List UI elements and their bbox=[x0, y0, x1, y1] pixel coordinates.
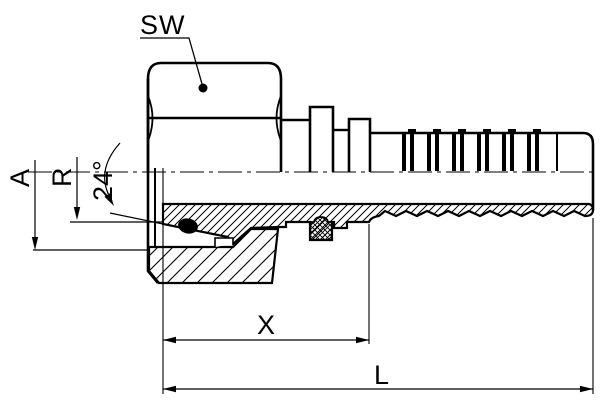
dimension-x: X bbox=[162, 168, 370, 394]
a-label: A bbox=[5, 169, 35, 187]
cone-reference-line bbox=[109, 212, 164, 225]
a-arrow bbox=[31, 237, 39, 250]
thread-relief-notch bbox=[214, 237, 234, 247]
nut-outline bbox=[146, 61, 283, 172]
x-arrow-right bbox=[356, 336, 369, 344]
section-view bbox=[146, 79, 595, 285]
cone-angle-label: 24° bbox=[88, 160, 118, 201]
collar-2 bbox=[347, 117, 372, 172]
sw-leader-line bbox=[140, 37, 203, 85]
collar-1 bbox=[308, 105, 335, 172]
hose-tail-barbs bbox=[402, 129, 541, 171]
hose-tail-external bbox=[281, 105, 595, 210]
nut-left-facet-curve bbox=[147, 95, 154, 142]
r-label: R bbox=[47, 168, 77, 188]
swivel-nut-external bbox=[146, 61, 283, 246]
r-arrow bbox=[73, 207, 81, 220]
dimension-sw: SW bbox=[140, 10, 208, 93]
l-arrow-left bbox=[163, 385, 176, 393]
x-label: X bbox=[257, 310, 275, 340]
tail-body-line bbox=[370, 131, 595, 210]
dimension-cone-angle: 24° bbox=[88, 142, 164, 225]
cone-seal-dot bbox=[178, 218, 198, 234]
nut-left-edge bbox=[146, 79, 159, 284]
l-label: L bbox=[374, 360, 389, 390]
dimension-l: L bbox=[163, 218, 594, 394]
sw-label: SW bbox=[140, 10, 186, 40]
oring-seal bbox=[309, 216, 333, 241]
sw-leader-dot bbox=[198, 83, 208, 93]
dimension-r: R bbox=[47, 157, 164, 223]
cone-angle-arrow bbox=[104, 193, 114, 206]
x-arrow-left bbox=[163, 336, 176, 344]
nut-right-facet-curve bbox=[275, 95, 282, 142]
dimension-a: A bbox=[5, 160, 148, 251]
l-arrow-right bbox=[580, 385, 593, 393]
